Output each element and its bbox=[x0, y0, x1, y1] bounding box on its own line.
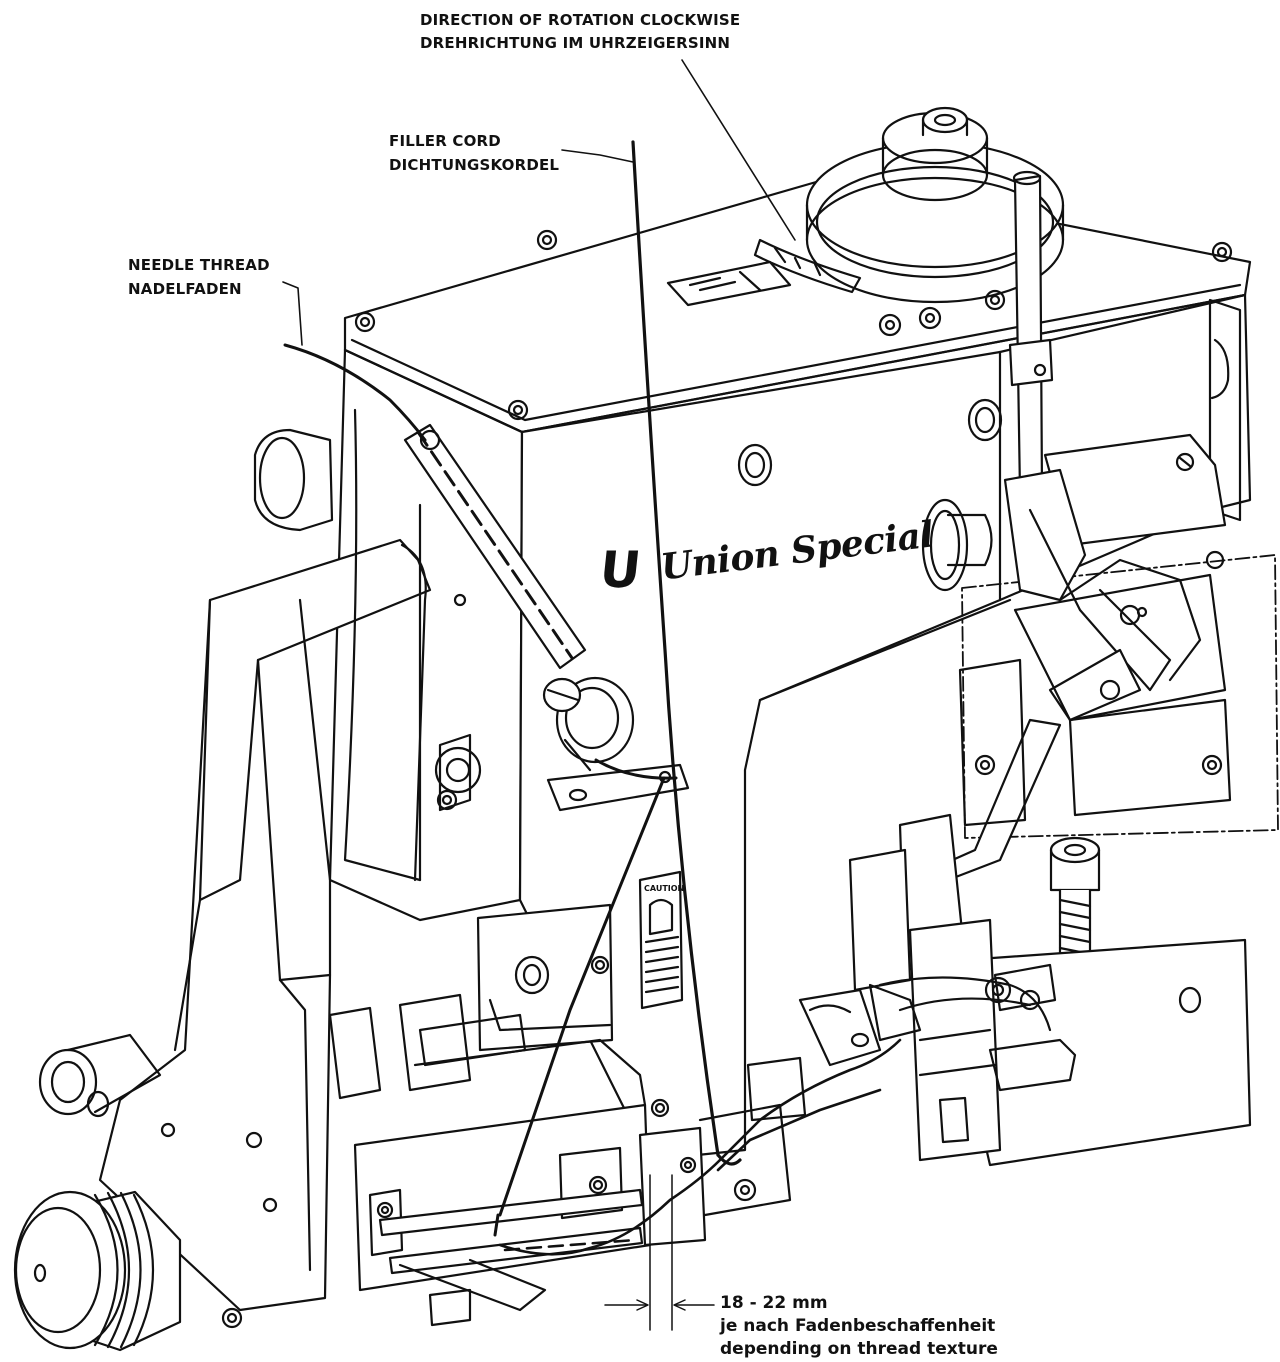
needle-thread-label-en: NEEDLE THREAD bbox=[128, 256, 270, 274]
leader-lines bbox=[283, 60, 795, 345]
rotation-label-de: DREHRICHTUNG IM UHRZEIGERSINN bbox=[420, 34, 731, 52]
rotation-label-en: DIRECTION OF ROTATION CLOCKWISE bbox=[420, 11, 741, 29]
main-body bbox=[330, 295, 1250, 1160]
looper-thread bbox=[500, 1040, 900, 1254]
right-side-plate bbox=[960, 552, 1230, 825]
thread-guide-tube bbox=[405, 425, 585, 668]
dimension-marker bbox=[605, 1175, 714, 1330]
brand-logo-letter: U bbox=[596, 541, 644, 599]
dimension-note-en: depending on thread texture bbox=[720, 1339, 998, 1359]
pulley bbox=[807, 108, 1063, 302]
socket-head-screw bbox=[1051, 838, 1099, 985]
threaded-nut bbox=[15, 1192, 180, 1350]
looper-detail-frame bbox=[962, 555, 1278, 838]
needle-thread-label-de: NADELFADEN bbox=[128, 280, 242, 298]
dimension-note-de: je nach Fadenbeschaffenheit bbox=[720, 1316, 996, 1336]
dimension-value: 18 - 22 mm bbox=[720, 1293, 828, 1313]
tension-disc bbox=[544, 678, 633, 770]
filler-cord bbox=[633, 142, 740, 1164]
left-arm bbox=[40, 410, 480, 1327]
caution-plate bbox=[640, 872, 682, 1008]
filler-cord-label-de: DICHTUNGSKORDEL bbox=[389, 156, 560, 174]
filler-cord-label-en: FILLER CORD bbox=[389, 132, 501, 150]
caution-plate-title: CAUTION bbox=[644, 884, 685, 893]
needle-thread bbox=[285, 345, 676, 1235]
looper-mechanism bbox=[800, 978, 1050, 1066]
knurled-knob bbox=[923, 500, 992, 590]
